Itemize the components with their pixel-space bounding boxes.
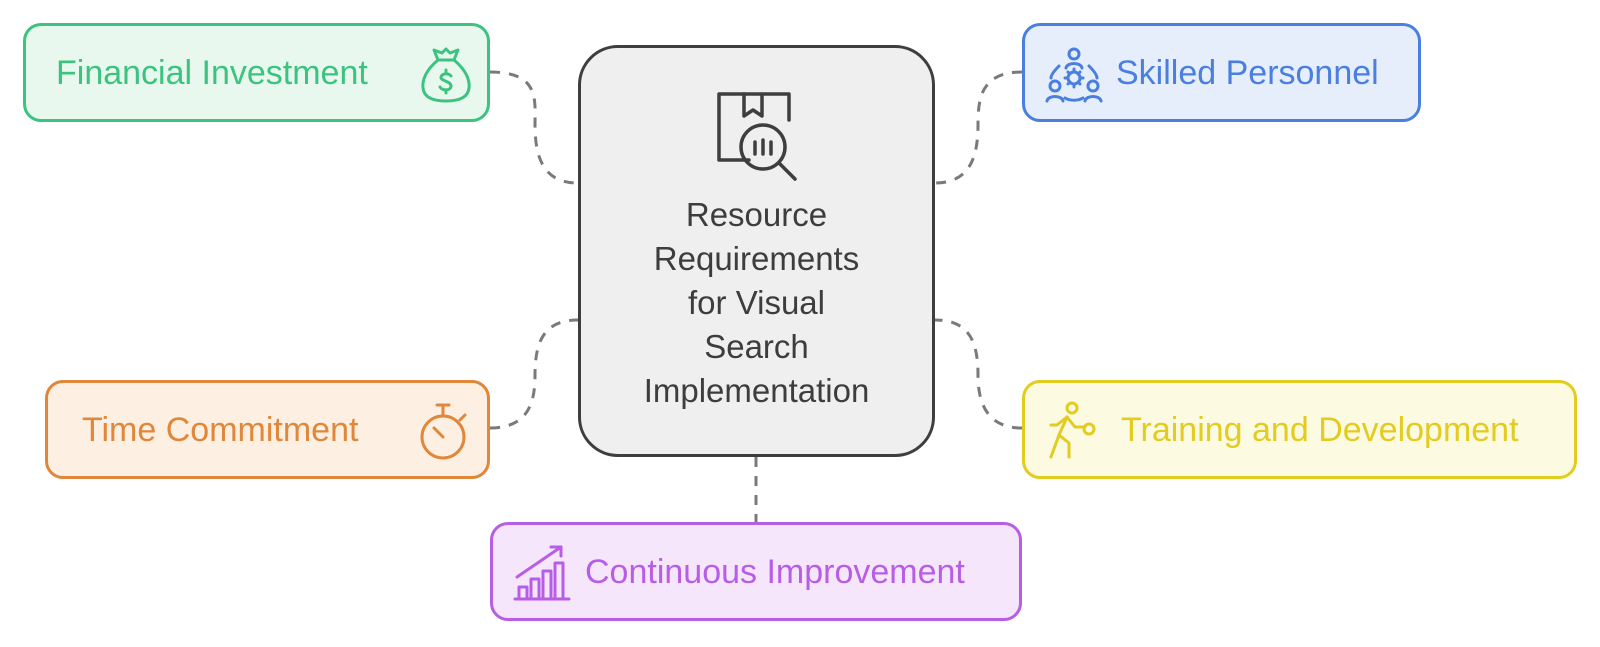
node-skilled-personnel: Skilled Personnel [1022, 23, 1421, 122]
connector-skilled [934, 70, 1023, 185]
center-title: Resource Requirements for Visual Search … [581, 193, 932, 413]
node-label: Skilled Personnel [1116, 54, 1379, 92]
center-title-line: Resource [685, 196, 828, 233]
stopwatch-icon [417, 401, 473, 461]
box-search-icon [711, 90, 801, 187]
person-training-icon [1045, 401, 1097, 461]
connector-time [489, 318, 579, 430]
center-title-line: Requirements [653, 240, 860, 277]
node-label: Financial Investment [56, 54, 368, 92]
team-gear-icon [1045, 46, 1103, 104]
connector-training [934, 318, 1023, 430]
node-label: Continuous Improvement [585, 553, 965, 591]
node-financial-investment: Financial Investment [23, 23, 490, 122]
node-label: Time Commitment [82, 411, 359, 449]
growth-chart-icon [513, 543, 571, 603]
node-label: Training and Development [1121, 411, 1519, 449]
node-time-commitment: Time Commitment [45, 380, 490, 479]
center-title-line: Search [704, 328, 809, 365]
money-bag-icon [418, 46, 474, 104]
node-continuous-improvement: Continuous Improvement [490, 522, 1022, 621]
connector-financial [489, 70, 579, 185]
center-node: Resource Requirements for Visual Search … [578, 45, 935, 457]
node-training-development: Training and Development [1022, 380, 1577, 479]
center-title-line: Implementation [643, 372, 870, 409]
center-title-line: for Visual [688, 284, 825, 321]
